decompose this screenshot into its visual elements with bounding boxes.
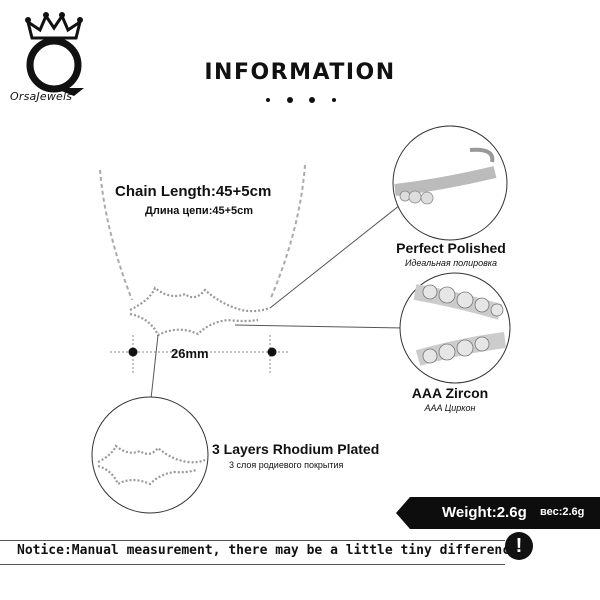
notice-divider-top — [0, 540, 505, 541]
weight-ru-label: вес:2.6g — [540, 506, 585, 518]
pendant — [129, 286, 271, 337]
chain-length-ru-label: Длина цепи:45+5cm — [145, 205, 254, 217]
exclamation-icon: ! — [505, 532, 533, 560]
chain-left — [99, 169, 133, 301]
page-title: INFORMATION — [204, 60, 396, 85]
dim-marker-right — [267, 347, 277, 357]
brand-name: OrsaJewels — [10, 90, 73, 103]
notice-divider-bottom — [0, 564, 505, 565]
zircon-label: AAA Zircon — [411, 385, 489, 401]
title-dots — [266, 96, 336, 104]
chain-right — [269, 164, 306, 301]
orsa-logo-icon — [25, 12, 84, 96]
rhodium-ru-label: 3 слоя родиевого покрытия — [229, 460, 344, 470]
notice-text: Notice:Manual measurement, there may be … — [17, 543, 526, 558]
weight-label: Weight:2.6g — [442, 504, 527, 521]
chain-length-label: Chain Length:45+5cm — [115, 183, 272, 200]
polished-ru-label: Идеальная полировка — [404, 258, 498, 268]
zircon-ru-label: AAA Циркон — [424, 403, 476, 413]
weight-banner — [396, 497, 600, 529]
pendant-width-label: 26mm — [171, 346, 209, 361]
dim-marker-left — [128, 347, 138, 357]
polished-label: Perfect Polished — [396, 240, 506, 256]
rhodium-label: 3 Layers Rhodium Plated — [212, 441, 380, 457]
